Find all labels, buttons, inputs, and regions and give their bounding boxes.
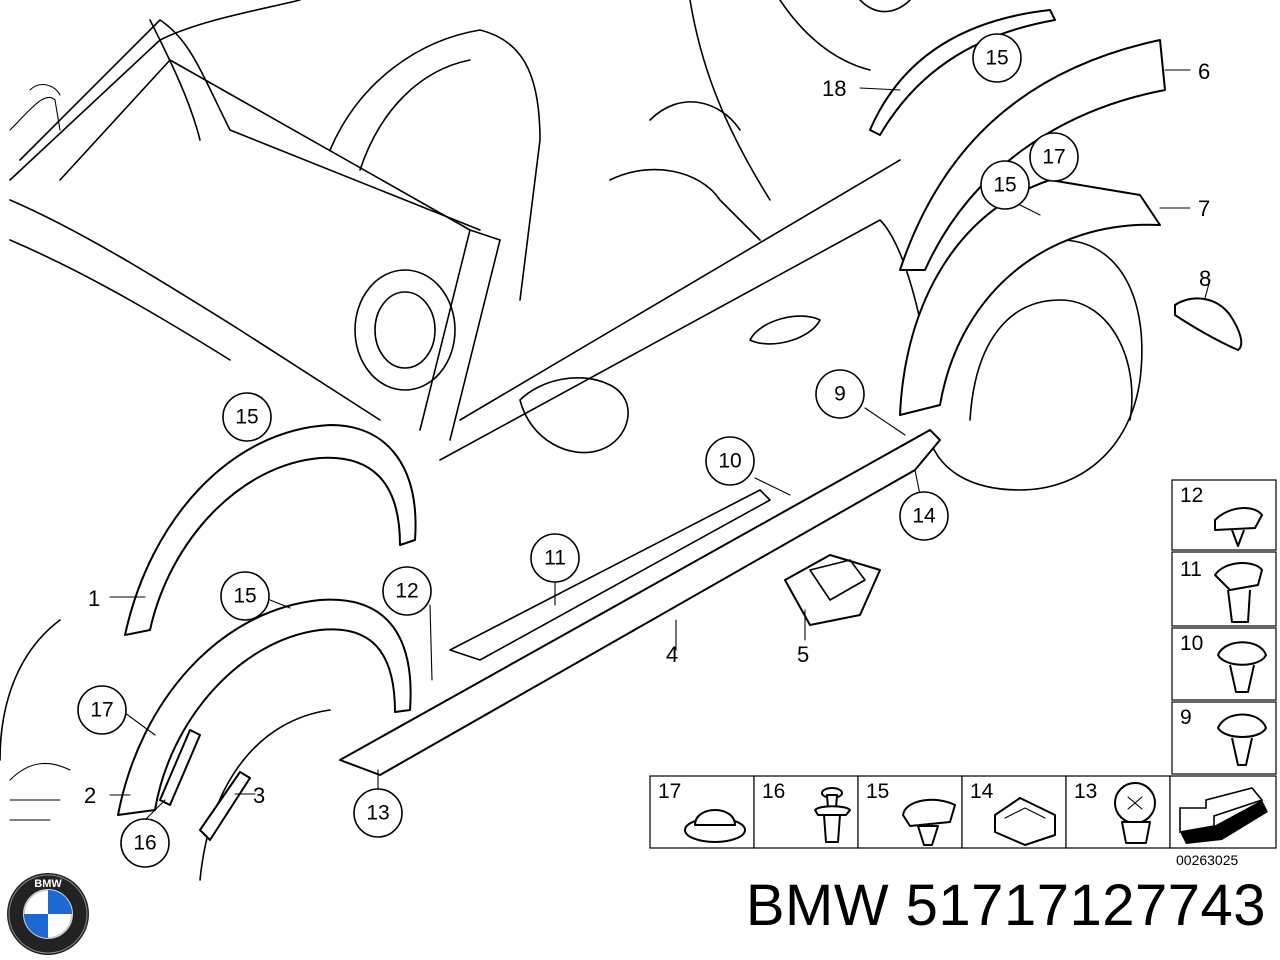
part-number-title: BMW 51717127743 [745, 873, 1266, 938]
svg-text:12: 12 [395, 580, 418, 603]
callout-16: 16 [120, 818, 170, 868]
legend-bottom-13: 13 [1074, 780, 1097, 803]
legend-bottom-15: 15 [866, 780, 889, 803]
legend-bottom-14: 14 [970, 780, 994, 803]
svg-text:17: 17 [90, 699, 113, 722]
label-1: 1 [88, 586, 100, 611]
bmw-logo: BMW [7, 873, 89, 955]
svg-text:14: 14 [912, 505, 936, 528]
svg-text:15: 15 [235, 406, 258, 429]
svg-text:16: 16 [133, 832, 156, 855]
legend-right-12: 12 [1180, 484, 1203, 507]
label-8: 8 [1199, 266, 1211, 291]
svg-text:BMW: BMW [34, 878, 62, 890]
callout-15-lower: 15 [220, 571, 270, 621]
label-3: 3 [253, 783, 265, 808]
wheel-arch-1 [124, 424, 417, 636]
callout-10: 10 [705, 436, 755, 486]
trim-strip-18 [869, 9, 1056, 136]
nut-14-icon [994, 797, 1056, 846]
svg-text:10: 10 [718, 450, 741, 473]
callout-13: 13 [353, 788, 403, 838]
label-18: 18 [822, 76, 846, 101]
callout-17-top: 17 [1029, 132, 1079, 182]
wheel-arch-2 [117, 598, 412, 816]
grommet-17-icon [684, 809, 746, 843]
expansion-rivet-13-icon [1114, 782, 1156, 844]
screw-16-icon [814, 787, 851, 843]
callout-12: 12 [382, 566, 432, 616]
clip-15-icon [902, 798, 956, 846]
legend-right-11: 11 [1180, 558, 1202, 581]
clip-10-icon [1217, 641, 1267, 693]
callout-15-front: 15 [222, 392, 272, 442]
diagram-code: 00263025 [1176, 852, 1239, 868]
legend-bottom-16: 16 [762, 780, 785, 803]
legend-bottom-17: 17 [658, 780, 681, 803]
callout-15-top: 15 [972, 33, 1022, 83]
legend-right-10: 10 [1180, 632, 1203, 655]
callouts: 15 17 15 9 15 10 14 11 15 12 17 13 16 [77, 33, 1079, 868]
front-arrow-icon [1179, 787, 1268, 844]
svg-text:17: 17 [1042, 146, 1065, 169]
label-2: 2 [84, 783, 96, 808]
label-6: 6 [1198, 59, 1210, 84]
svg-text:9: 9 [834, 383, 846, 406]
side-sill-4 [339, 429, 941, 776]
callout-14: 14 [899, 491, 949, 541]
label-5: 5 [797, 642, 809, 667]
callout-15-mid: 15 [980, 160, 1030, 210]
label-4: 4 [666, 642, 678, 667]
wheel-arch-6 [899, 39, 1166, 271]
trim-piece-3 [199, 771, 251, 841]
clip-9-icon [1217, 713, 1267, 766]
bracket-8 [1174, 297, 1243, 351]
parts [117, 9, 1243, 841]
bracket-16 [159, 729, 201, 806]
callout-11: 11 [530, 533, 580, 583]
label-7: 7 [1198, 196, 1210, 221]
svg-text:15: 15 [233, 585, 256, 608]
callout-9: 9 [815, 369, 865, 419]
plain-labels: 18 6 7 8 1 4 5 2 3 [84, 59, 1211, 808]
jack-pad-5 [784, 554, 881, 626]
legend-right-9: 9 [1180, 706, 1192, 729]
clip-12-icon [1214, 507, 1263, 547]
svg-text:15: 15 [985, 47, 1008, 70]
car-outline-sketch [0, 0, 1143, 881]
svg-text:11: 11 [544, 547, 566, 570]
callout-17-front: 17 [77, 685, 127, 735]
wheel-arch-7 [899, 179, 1161, 416]
legend-right: 12 11 10 9 [1171, 479, 1277, 775]
clip-11-icon [1214, 562, 1263, 623]
svg-text:13: 13 [366, 802, 389, 825]
svg-text:15: 15 [993, 174, 1016, 197]
legend-bottom: 17 16 15 14 13 [649, 775, 1277, 849]
